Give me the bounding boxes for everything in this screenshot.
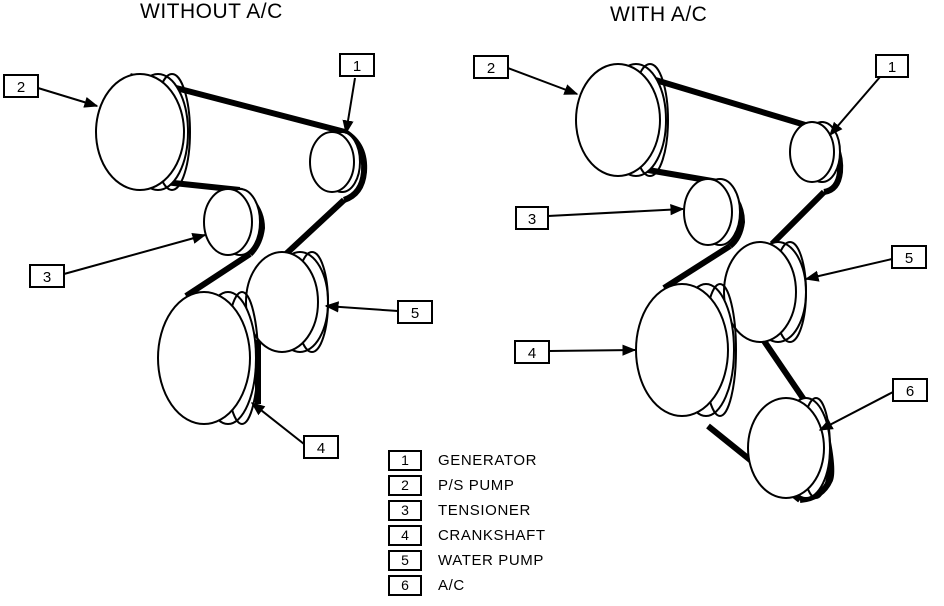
callout-label: 5 — [905, 250, 913, 267]
crankshaft-pulley-with-ac — [635, 283, 737, 417]
callout-label: 6 — [906, 383, 914, 400]
callout-label: 3 — [43, 269, 51, 286]
legend-label: A/C — [438, 577, 465, 594]
callout-6-with-ac: 6 — [818, 378, 928, 431]
callout-1-without-ac: 1 — [339, 53, 375, 135]
callout-label: 2 — [17, 79, 25, 96]
callout-5-with-ac: 5 — [804, 245, 927, 282]
legend-row-water-pump: 5 WATER PUMP — [388, 548, 546, 573]
legend-label: TENSIONER — [438, 502, 531, 519]
callout-label: 2 — [487, 60, 495, 77]
component-legend: 1 GENERATOR 2 P/S PUMP 3 TENSIONER 4 CRA… — [388, 448, 546, 598]
tensioner-pulley-without-ac — [203, 188, 261, 256]
callout-3-without-ac: 3 — [29, 232, 207, 288]
crankshaft-pulley-without-ac — [157, 291, 259, 425]
generator-pulley-with-ac — [789, 121, 841, 183]
legend-row-ac: 6 A/C — [388, 573, 546, 598]
legend-label: P/S PUMP — [438, 477, 515, 494]
callout-label: 3 — [528, 211, 536, 228]
water-pump-pulley-without-ac — [245, 251, 329, 353]
callout-1-with-ac: 1 — [829, 54, 909, 137]
legend-number: 6 — [388, 575, 422, 596]
callout-4-without-ac: 4 — [250, 402, 339, 459]
callout-label: 4 — [317, 440, 325, 457]
callout-label: 4 — [528, 345, 536, 362]
callout-3-with-ac: 3 — [515, 204, 685, 230]
legend-label: GENERATOR — [438, 452, 538, 469]
legend-row-tensioner: 3 TENSIONER — [388, 498, 546, 523]
generator-pulley-without-ac — [309, 131, 361, 193]
water-pump-pulley-with-ac — [723, 241, 807, 343]
legend-number: 3 — [388, 500, 422, 521]
legend-number: 2 — [388, 475, 422, 496]
legend-label: WATER PUMP — [438, 552, 544, 569]
diagram-with-ac: 1 2 3 4 5 — [473, 54, 928, 503]
callout-2-without-ac: 2 — [3, 74, 99, 108]
legend-number: 5 — [388, 550, 422, 571]
diagram-without-ac: 1 2 3 4 5 — [3, 53, 433, 459]
tensioner-pulley-with-ac — [683, 178, 741, 246]
legend-number: 1 — [388, 450, 422, 471]
legend-label: CRANKSHAFT — [438, 527, 546, 544]
callout-label: 1 — [353, 58, 361, 75]
title-without-ac: WITHOUT A/C — [140, 0, 283, 23]
callout-2-with-ac: 2 — [473, 55, 579, 95]
ps-pump-pulley-with-ac — [575, 63, 669, 177]
ps-pump-pulley-without-ac — [95, 73, 191, 191]
ac-pulley-with-ac — [747, 397, 831, 499]
callout-5-without-ac: 5 — [324, 300, 433, 324]
title-with-ac: WITH A/C — [610, 3, 708, 26]
callout-4-with-ac: 4 — [514, 340, 637, 364]
callout-label: 1 — [888, 59, 896, 76]
legend-number: 4 — [388, 525, 422, 546]
callout-label: 5 — [411, 305, 419, 322]
legend-row-generator: 1 GENERATOR — [388, 448, 546, 473]
legend-row-ps-pump: 2 P/S PUMP — [388, 473, 546, 498]
legend-row-crankshaft: 4 CRANKSHAFT — [388, 523, 546, 548]
